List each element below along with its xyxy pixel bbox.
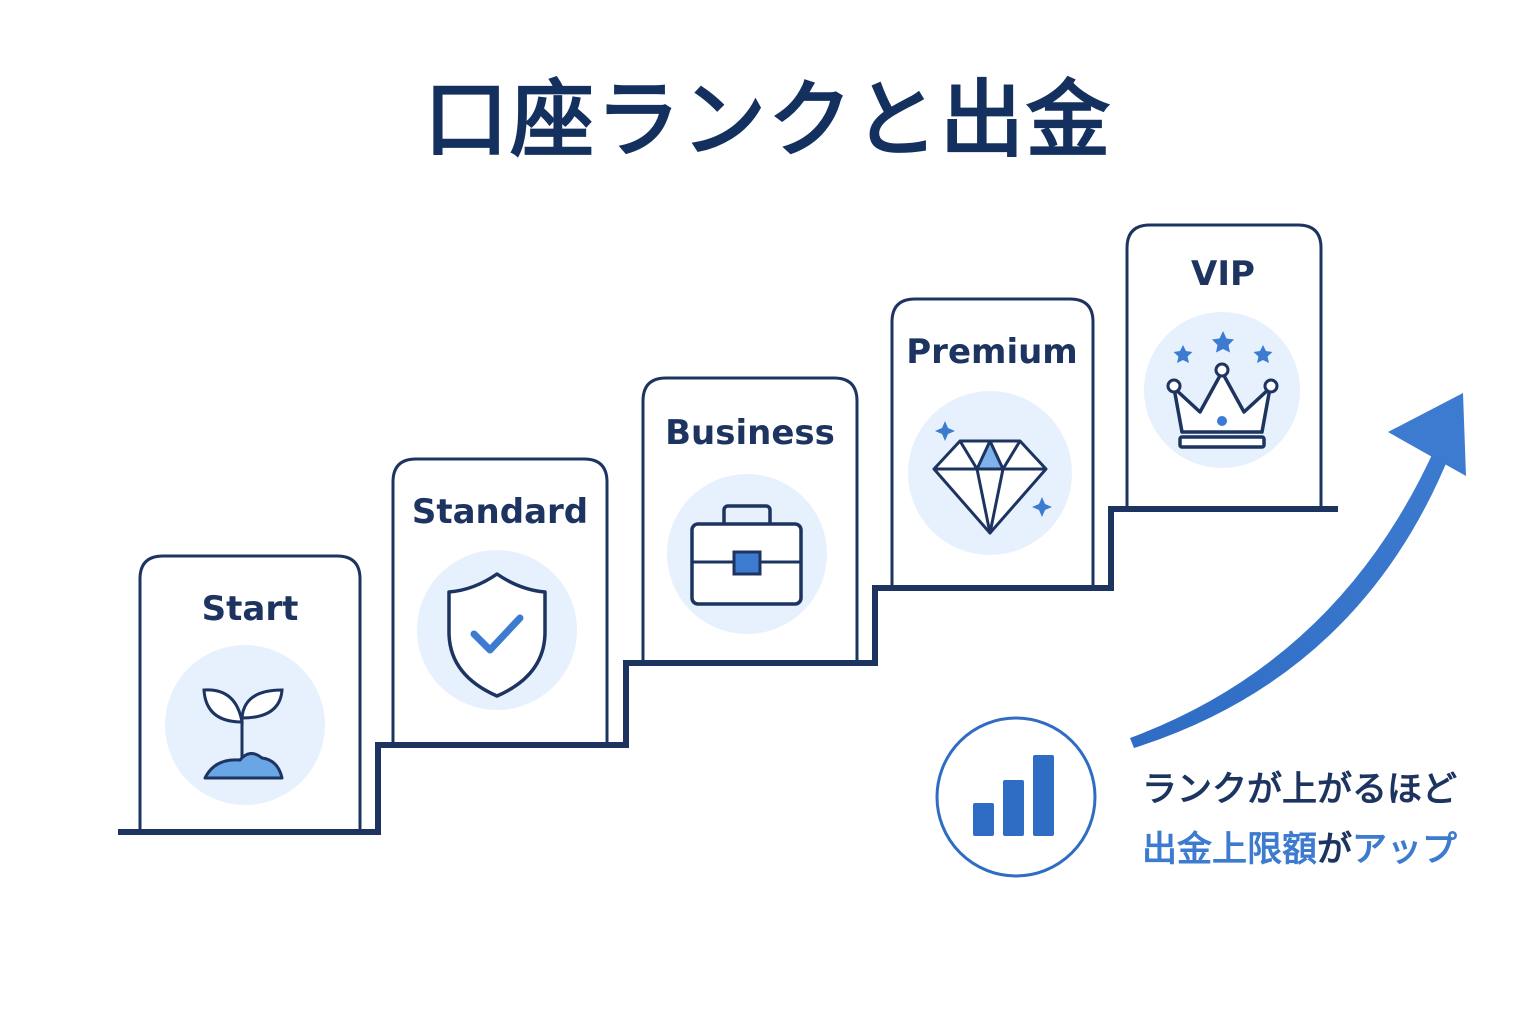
rank-label-business: Business — [665, 413, 835, 453]
diamond-icon — [932, 421, 1052, 535]
rank-card-vip: VIP — [1125, 223, 1323, 506]
caption-line-1: ランクが上がるほど — [1142, 770, 1458, 810]
staircase-line — [118, 506, 1338, 835]
rank-label-standard: Standard — [412, 492, 588, 532]
rank-card-premium: Premium — [890, 297, 1095, 585]
rank-caption: ランクが上がるほど 出金上限額がアップ — [1142, 760, 1457, 880]
crown-icon — [1166, 331, 1279, 449]
rank-label-start: Start — [202, 589, 299, 629]
rank-label-vip: VIP — [1191, 254, 1255, 294]
rank-card-start: Start — [138, 554, 362, 829]
rank-label-premium: Premium — [906, 332, 1077, 372]
up-arrow-icon — [1130, 393, 1466, 748]
rank-card-standard: Standard — [391, 457, 609, 742]
caption-highlight: 出金上限額 — [1142, 830, 1318, 870]
sprout-icon — [202, 688, 284, 780]
rank-card-business: Business — [641, 376, 859, 660]
briefcase-icon — [690, 504, 803, 606]
page-title: 口座ランクと出金 — [423, 71, 1112, 169]
caption-particle: が — [1317, 830, 1353, 870]
shield-check-icon — [447, 572, 547, 698]
bar-chart-icon — [973, 755, 1054, 836]
caption-highlight-end: アップ — [1352, 830, 1458, 870]
caption-line-2: 出金上限額がアップ — [1142, 820, 1457, 880]
bar-chart-badge — [935, 716, 1097, 878]
